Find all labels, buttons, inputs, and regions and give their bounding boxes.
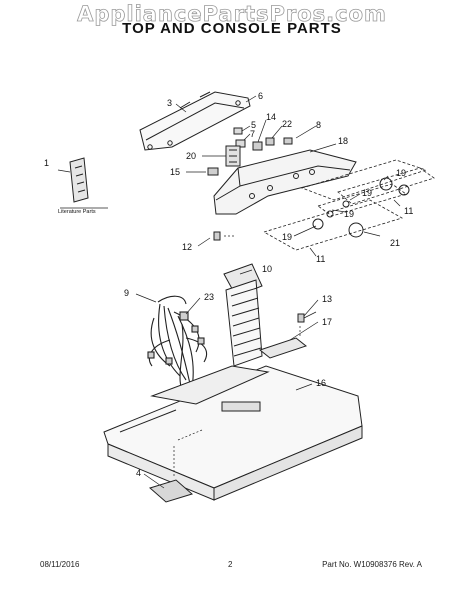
callout-11b: 11 [316,254,325,264]
callout-14: 14 [266,112,276,122]
callout-23: 23 [204,292,214,302]
callout-1: 1 [44,158,49,168]
callout-21: 21 [390,238,400,248]
callout-5: 5 [251,120,256,130]
footer-date: 08/11/2016 [40,560,80,569]
callout-11a: 11 [404,206,413,216]
callout-13: 13 [322,294,332,304]
literature-parts-label: Literature Parts [58,209,96,215]
footer-part-number: Part No. W10908376 Rev. A [322,560,422,569]
console-body [213,149,357,215]
callout-19c: 19 [344,209,354,219]
callout-7: 7 [250,129,255,139]
callout-18: 18 [338,136,348,146]
callout-8: 8 [316,120,321,130]
callout-labels: 1 Literature Parts 3 6 5 7 14 22 8 18 20… [44,91,413,478]
watermark: AppliancePartsPros.com [77,2,387,27]
callout-6: 6 [258,91,263,101]
callout-3: 3 [167,98,172,108]
callout-10: 10 [262,264,272,274]
callout-9: 9 [124,288,129,298]
callout-19d: 19 [282,232,292,242]
callout-20: 20 [186,151,196,161]
callout-15: 15 [170,167,180,177]
leader-lines [135,95,401,489]
callout-16: 16 [316,378,326,388]
top-panel [103,365,363,501]
callout-4: 4 [136,468,141,478]
callout-19b: 19 [362,188,372,198]
callout-19a: 19 [396,168,406,178]
literature-parts [57,157,108,209]
page-title: TOP AND CONSOLE PARTS [122,20,342,37]
wire-harness [147,295,208,393]
callout-17: 17 [322,317,332,327]
callout-22: 22 [282,119,292,129]
lint-filter-housing [223,263,263,367]
footer-page-number: 2 [228,560,233,569]
console-endcap [139,91,251,151]
callout-12: 12 [182,242,192,252]
